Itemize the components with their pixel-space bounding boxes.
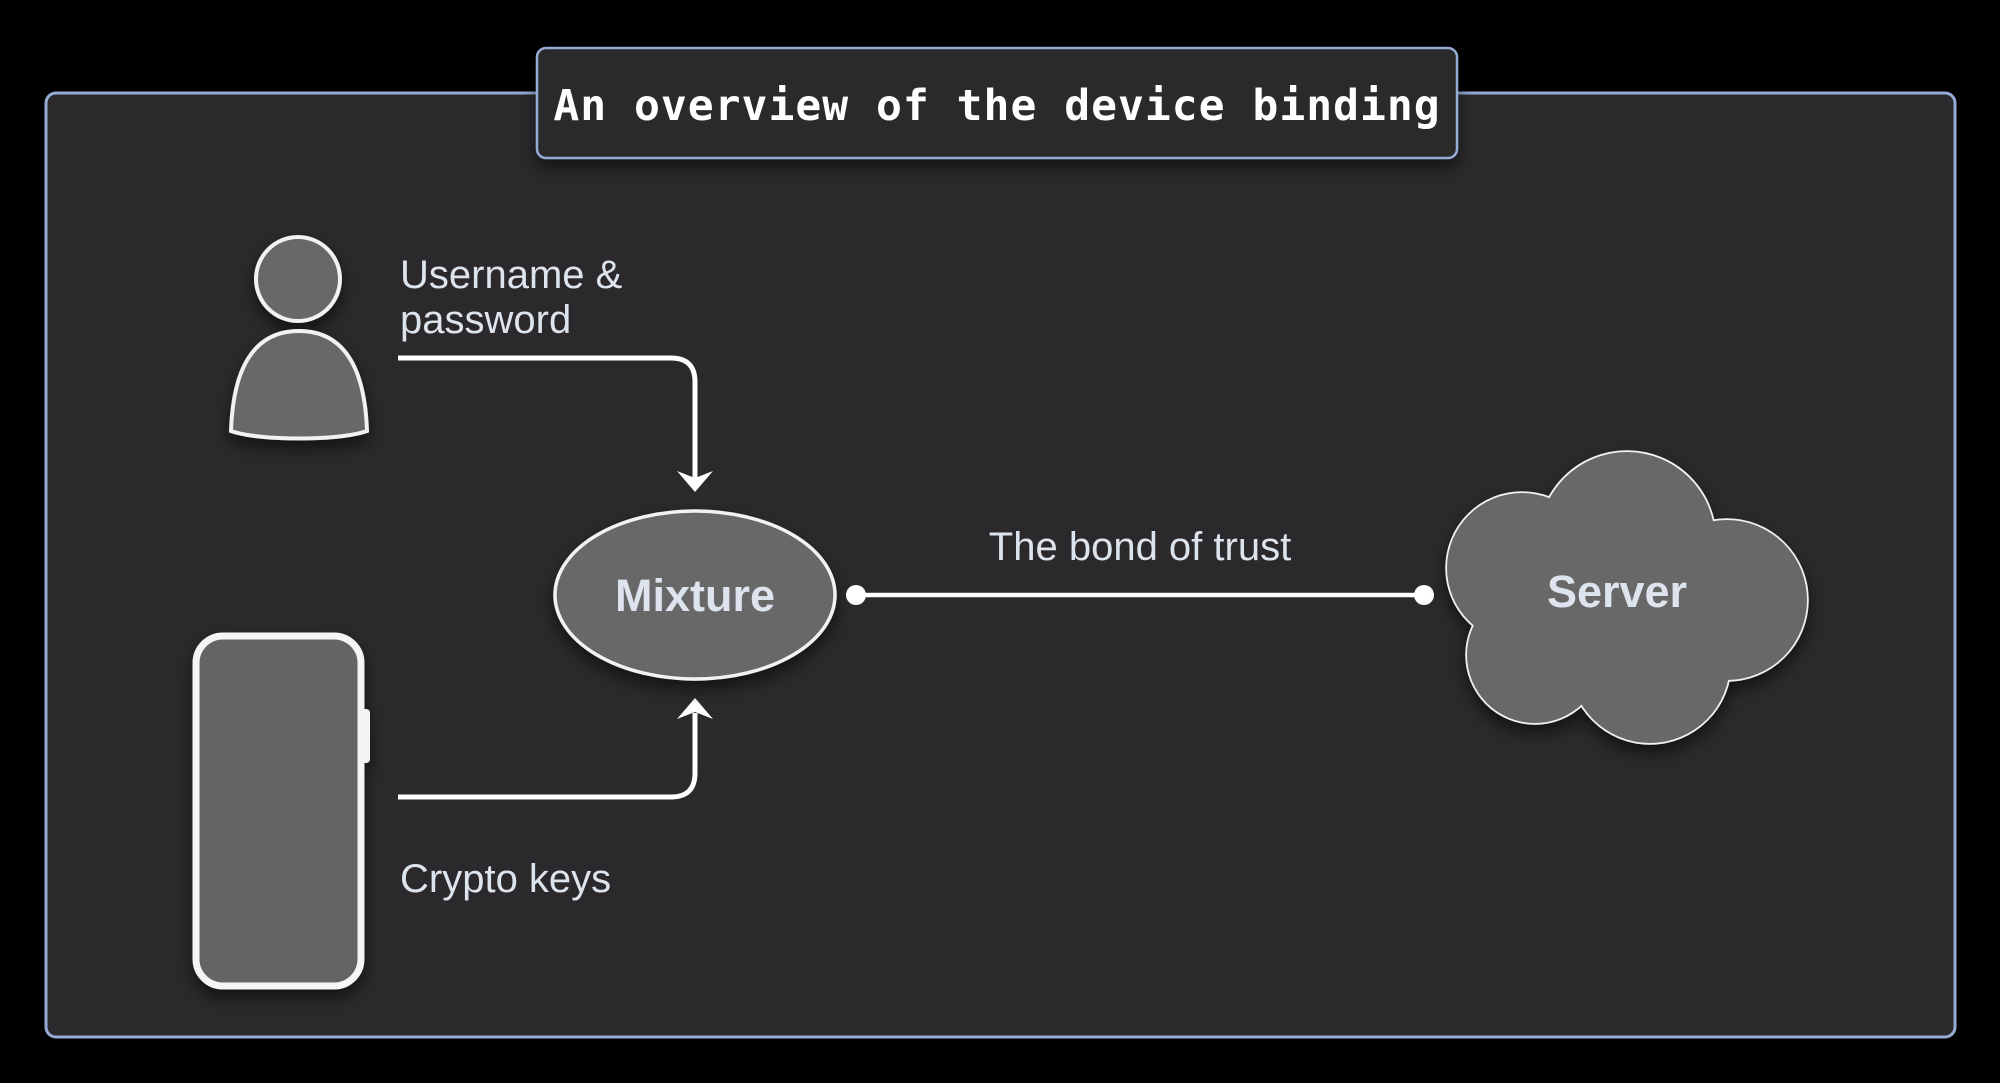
phone-side-button xyxy=(358,709,370,763)
phone-screen xyxy=(192,632,365,990)
crypto-keys-label: Crypto keys xyxy=(400,857,611,901)
title-box-frame xyxy=(535,46,1459,160)
mixture-label: Mixture xyxy=(615,570,775,621)
phone-icon xyxy=(192,632,370,990)
bond-endpoint-dot-left xyxy=(846,585,866,605)
server-label: Server xyxy=(1547,566,1687,617)
server-cloud-icon: Server xyxy=(1445,450,1809,745)
mixture-ellipse xyxy=(553,509,837,681)
bond-of-trust-label: The bond of trust xyxy=(989,525,1291,569)
user-head xyxy=(254,235,342,323)
diagram-title-box: An overview of the device binding xyxy=(535,46,1459,160)
cloud-fill xyxy=(1447,452,1807,743)
user-icon xyxy=(228,235,370,441)
user-to-mixture-connector xyxy=(398,355,698,478)
page-title: An overview of the device binding xyxy=(553,81,1440,131)
arrow-up-icon xyxy=(677,698,713,719)
device-to-mixture-connector xyxy=(398,713,698,800)
mixture-node: Mixture xyxy=(553,509,837,681)
arrow-down-icon xyxy=(677,471,713,492)
username-password-label-line2: password xyxy=(400,298,571,342)
bond-endpoint-dot-right xyxy=(1414,585,1434,605)
user-body xyxy=(228,328,370,441)
username-password-label-line1: Username & xyxy=(400,253,623,297)
